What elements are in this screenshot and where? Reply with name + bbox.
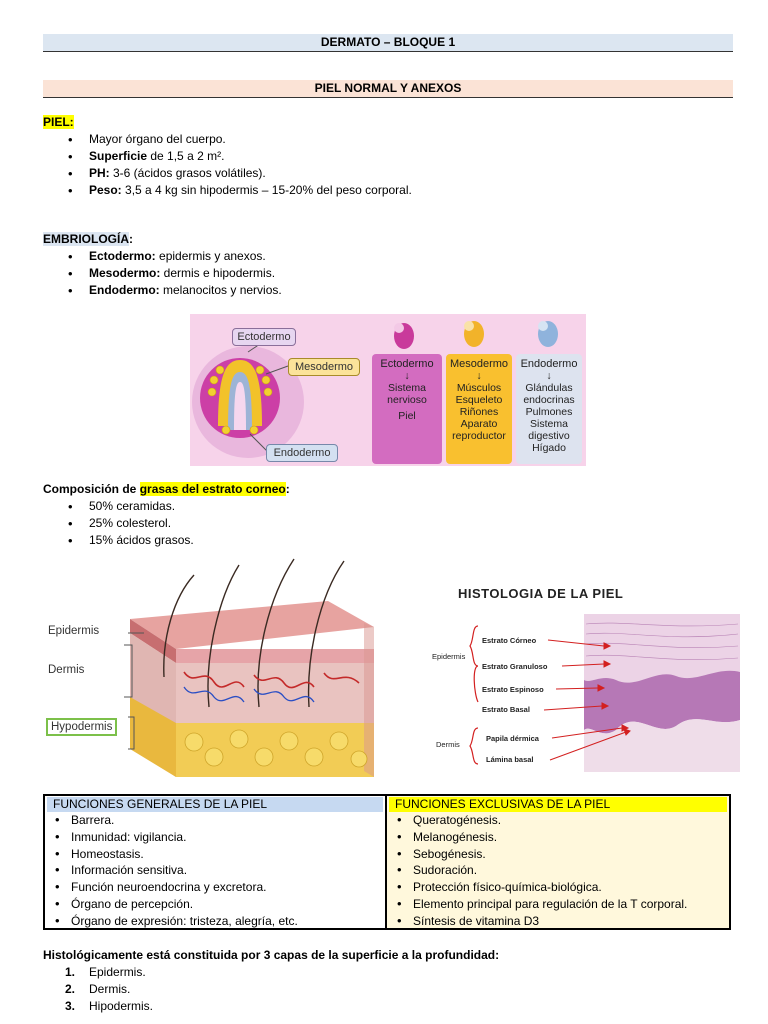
- list-item: Endodermo: melanocitos y nervios.: [43, 282, 282, 299]
- label-lamina-basal: Lámina basal: [486, 755, 534, 764]
- list-item: Síntesis de vitamina D3: [387, 913, 729, 930]
- list-item: 50% ceramidas.: [43, 498, 290, 515]
- label-epidermis: Epidermis: [48, 625, 100, 637]
- list-item: Sudoración.: [387, 862, 729, 879]
- label-hypodermis: Hypodermis: [46, 718, 118, 736]
- list-item: Homeostasis.: [45, 846, 385, 863]
- list-item: Ectodermo: epidermis y anexos.: [43, 248, 282, 265]
- funciones-generales-list: Barrera. Inmunidad: vigilancia. Homeosta…: [45, 812, 385, 930]
- list-item: Queratogénesis.: [387, 812, 729, 829]
- list-item: Peso: 3,5 a 4 kg sin hipodermis – 15-20%…: [43, 182, 412, 199]
- list-item: Mesodermo: dermis e hipodermis.: [43, 265, 282, 282]
- label-mesodermo: Mesodermo: [288, 358, 360, 376]
- label-ectodermo: Ectodermo: [232, 328, 296, 346]
- label-dermis: Dermis: [48, 664, 85, 676]
- list-item: Inmunidad: vigilancia.: [45, 829, 385, 846]
- grasas-list: 50% ceramidas. 25% colesterol. 15% ácido…: [43, 498, 290, 549]
- label-estrato-espinoso: Estrato Espinoso: [482, 685, 544, 694]
- list-item: Órgano de percepción.: [45, 896, 385, 913]
- label-estrato-basal: Estrato Basal: [482, 705, 530, 714]
- histology-title: HISTOLOGIA DE LA PIEL: [458, 586, 624, 601]
- funciones-exclusivas-column: FUNCIONES EXCLUSIVAS DE LA PIEL Queratog…: [387, 796, 729, 930]
- mesodermo-column: Mesodermo ↓ Músculos Esqueleto Riñones A…: [446, 354, 512, 464]
- list-item: Sebogénesis.: [387, 846, 729, 863]
- grasas-section: Composición de grasas del estrato corneo…: [43, 481, 290, 549]
- embryology-figure: Ectodermo Mesodermo Endodermo Ectodermo …: [190, 314, 586, 466]
- label-endodermo: Endodermo: [266, 444, 338, 462]
- section-title: PIEL NORMAL Y ANEXOS: [43, 80, 733, 98]
- document-title: DERMATO – BLOQUE 1: [43, 34, 733, 52]
- embriologia-section: EMBRIOLOGÍA: Ectodermo: epidermis y anex…: [43, 231, 282, 299]
- list-item: Elemento principal para regulación de la…: [387, 896, 729, 913]
- funciones-exclusivas-list: Queratogénesis. Melanogénesis. Sebogénes…: [387, 812, 729, 930]
- ectodermo-column: Ectodermo ↓ Sistema nervioso Piel: [372, 354, 442, 464]
- list-item: Información sensitiva.: [45, 862, 385, 879]
- skin-block-figure: Epidermis Dermis Hypodermis: [44, 557, 374, 779]
- label-dermis-group: Dermis: [436, 740, 460, 749]
- skin-illustration: [124, 558, 374, 777]
- funciones-exclusivas-header: FUNCIONES EXCLUSIVAS DE LA PIEL: [389, 797, 727, 812]
- list-item: 25% colesterol.: [43, 515, 290, 532]
- embriologia-heading: EMBRIOLOGÍA: [43, 232, 129, 246]
- list-item: Función neuroendocrina y excretora.: [45, 879, 385, 896]
- histology-micrograph: [469, 614, 740, 772]
- histology-figure: HISTOLOGIA DE LA PIEL Epidermis Dermis E…: [426, 580, 740, 780]
- piel-section: PIEL: Mayor órgano del cuerpo. Superfici…: [43, 114, 412, 199]
- label-estrato-corneo: Estrato Córneo: [482, 636, 537, 645]
- piel-list: Mayor órgano del cuerpo. Superficie de 1…: [43, 131, 412, 199]
- list-item: PH: 3-6 (ácidos grasos volátiles).: [43, 165, 412, 182]
- capas-heading: Histológicamente está constituida por 3 …: [43, 948, 500, 962]
- funciones-generales-column: FUNCIONES GENERALES DE LA PIEL Barrera. …: [45, 796, 387, 930]
- list-item: Barrera.: [45, 812, 385, 829]
- capas-section: Histológicamente está constituida por 3 …: [43, 947, 499, 1015]
- embriologia-list: Ectodermo: epidermis y anexos. Mesodermo…: [43, 248, 282, 299]
- funciones-generales-header: FUNCIONES GENERALES DE LA PIEL: [47, 797, 383, 812]
- list-item: Superficie de 1,5 a 2 m².: [43, 148, 412, 165]
- endodermo-column: Endodermo ↓ Glándulas endocrinas Pulmone…: [516, 354, 582, 464]
- list-item: Órgano de expresión: tristeza, alegría, …: [45, 913, 385, 930]
- embryo-illustration: [192, 321, 558, 458]
- list-item: 1.Epidermis.: [65, 965, 146, 979]
- list-item: Melanogénesis.: [387, 829, 729, 846]
- grasas-heading: Composición de grasas del estrato corneo…: [43, 482, 290, 496]
- piel-heading: PIEL:: [43, 115, 74, 129]
- label-epidermis-group: Epidermis: [432, 652, 466, 661]
- list-item: 15% ácidos grasos.: [43, 532, 290, 549]
- list-item: Mayor órgano del cuerpo.: [43, 131, 412, 148]
- label-papila-dermica: Papila dérmica: [486, 734, 539, 743]
- funciones-table: FUNCIONES GENERALES DE LA PIEL Barrera. …: [43, 794, 731, 930]
- list-item: Protección físico-química-biológica.: [387, 879, 729, 896]
- list-item: 2.Dermis.: [65, 982, 131, 996]
- list-item: 3.Hipodermis.: [65, 999, 154, 1013]
- label-estrato-granuloso: Estrato Granuloso: [482, 662, 548, 671]
- capas-list: 1.Epidermis. 2.Dermis. 3.Hipodermis.: [43, 964, 499, 1015]
